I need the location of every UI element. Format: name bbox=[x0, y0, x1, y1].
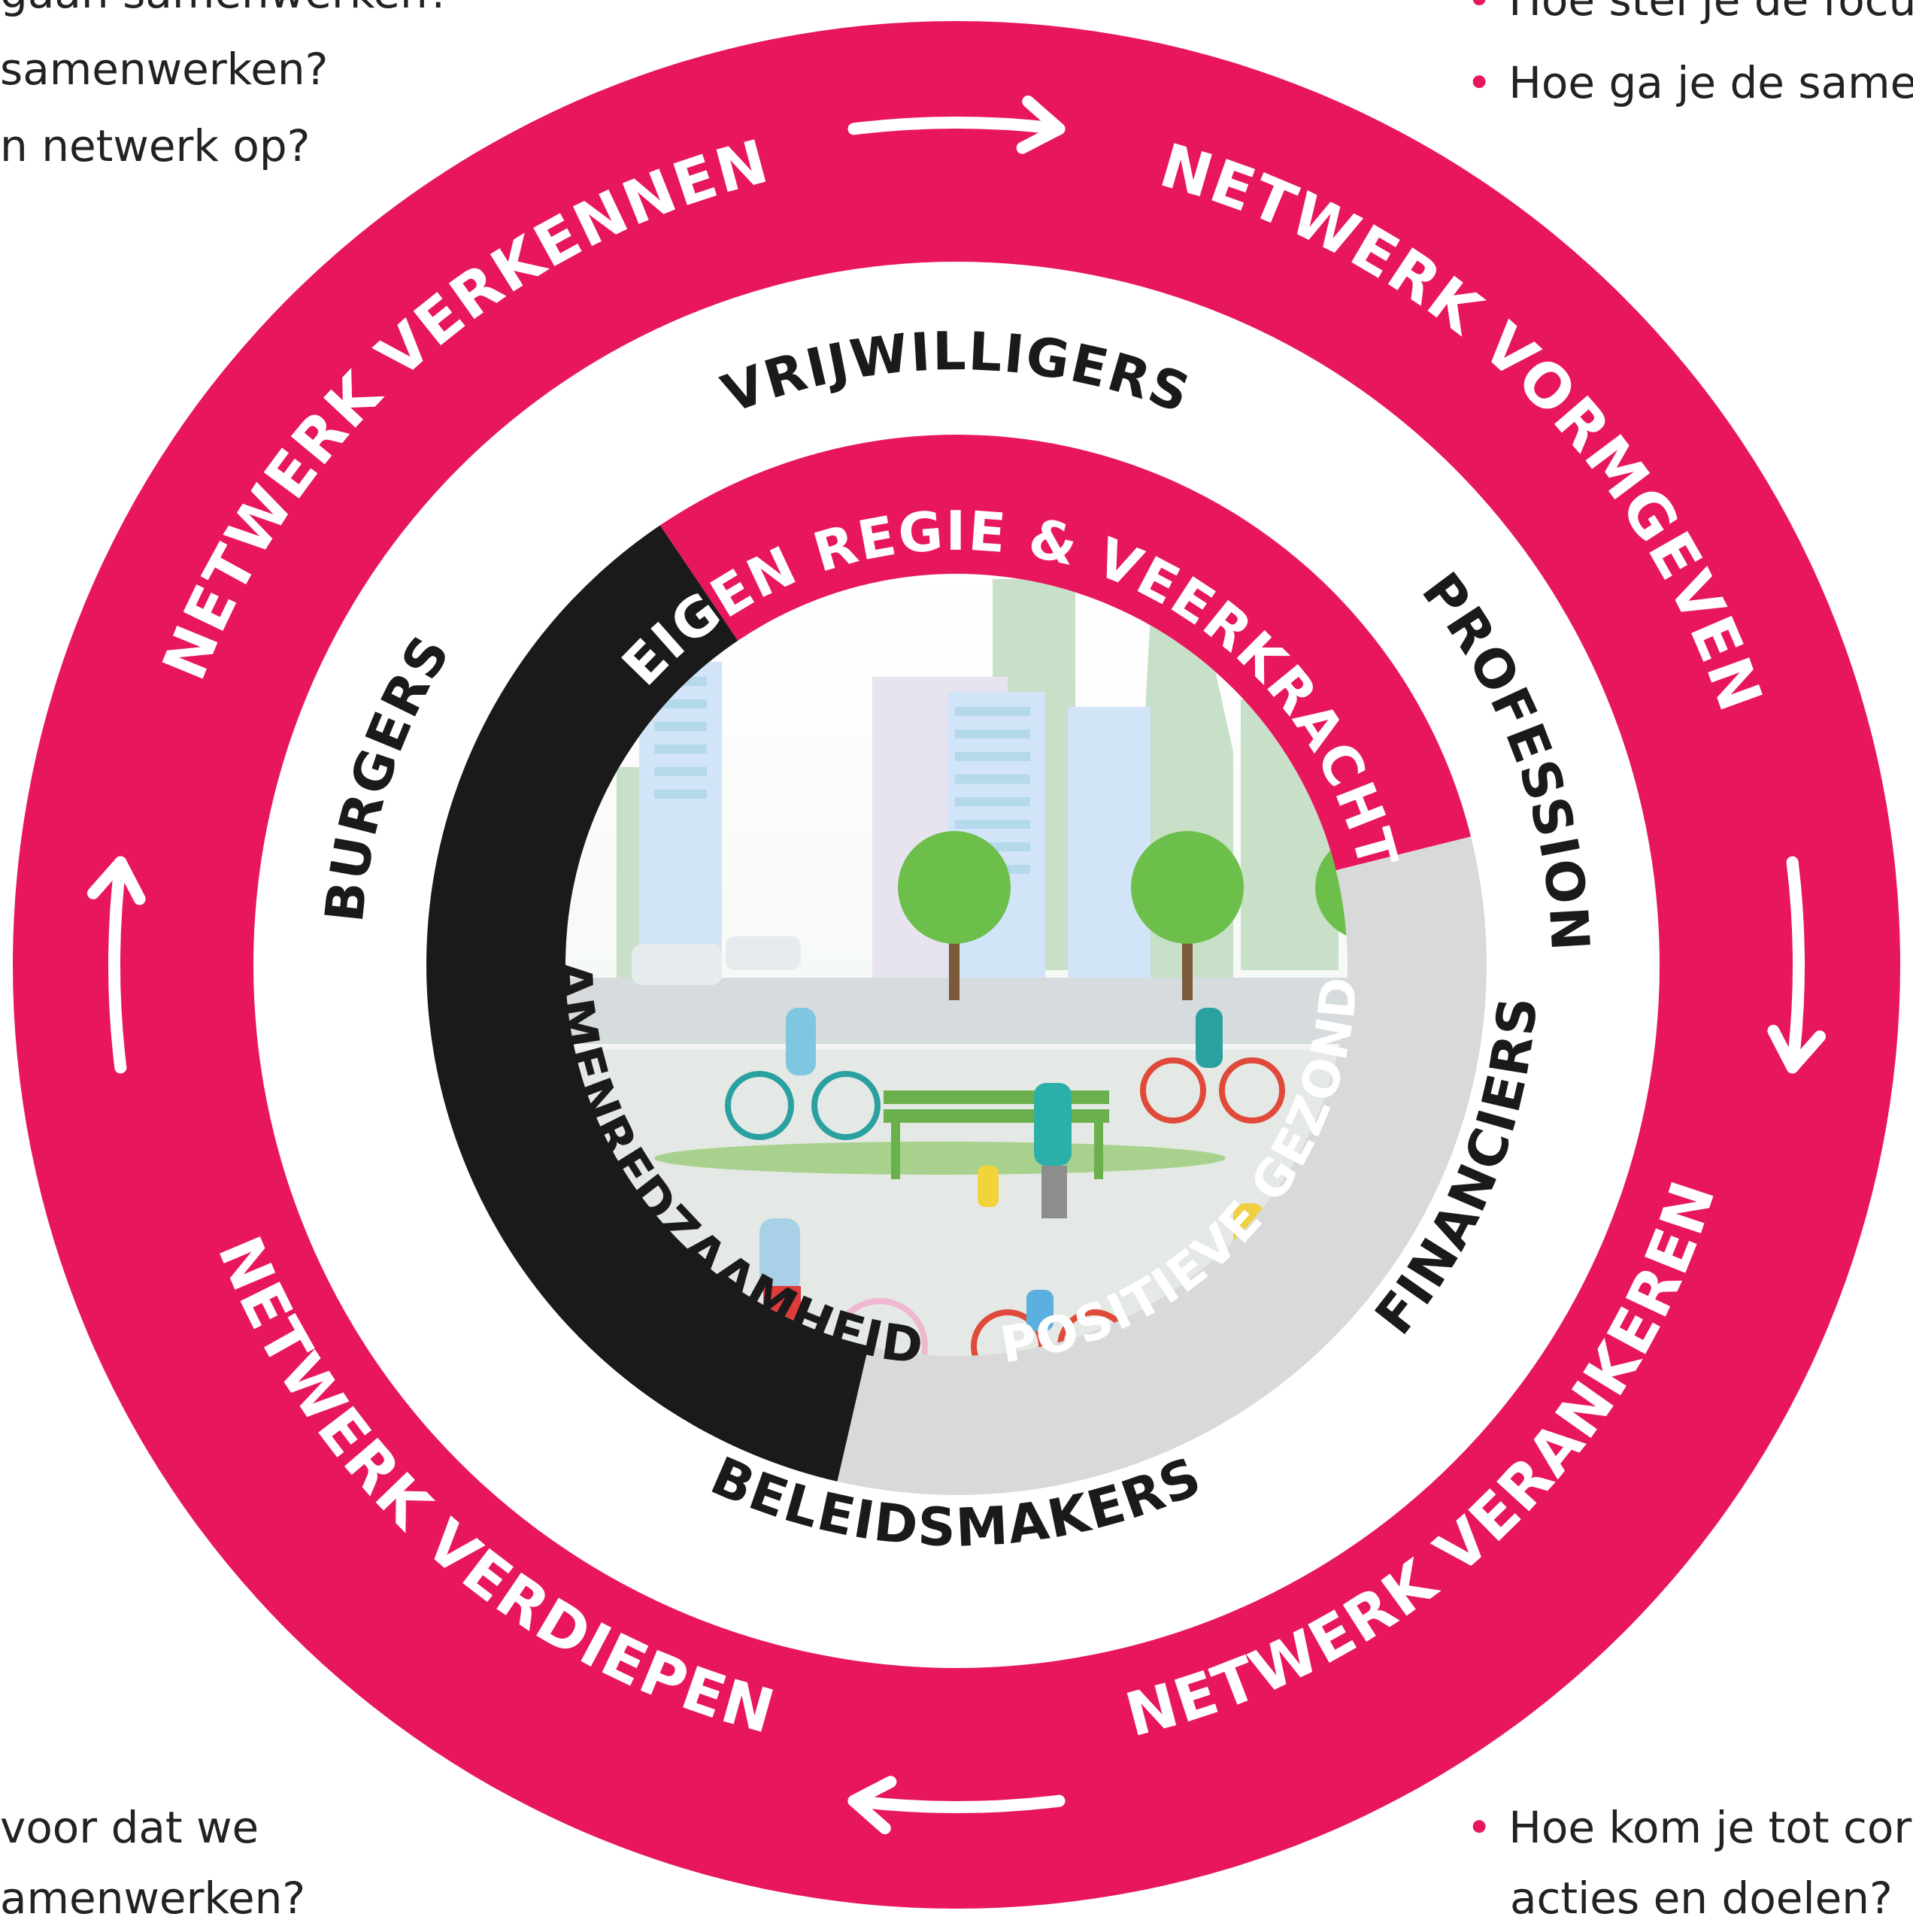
question-item: •Hoe stel je de focu bbox=[1466, 0, 1913, 34]
bullet-icon: • bbox=[1466, 0, 1493, 26]
bottom-left-questions: voor dat we amenwerken? bbox=[0, 1794, 305, 1932]
cars bbox=[632, 936, 801, 985]
top-right-questions: •Hoe stel je de focu •Hoe ga je de same bbox=[1466, 0, 1913, 117]
mid-buildings bbox=[639, 662, 1151, 978]
inner-value-ring bbox=[426, 434, 1487, 1495]
question-line: voor dat we bbox=[0, 1802, 259, 1853]
segment-positieve-gezondheid bbox=[426, 525, 870, 1482]
question-item: •Hoe kom je tot cor bbox=[1466, 1802, 1912, 1853]
question-item: acties en doelen? bbox=[1510, 1873, 1893, 1924]
arrow-top bbox=[847, 95, 1066, 154]
question-line: amenwerken? bbox=[0, 1873, 306, 1924]
question-line: samenwerken? bbox=[0, 44, 329, 95]
question-line: n netwerk op? bbox=[0, 120, 311, 171]
cycle-arrows bbox=[86, 95, 1827, 1835]
bottom-right-questions: •Hoe kom je tot cor acties en doelen? bbox=[1466, 1794, 1911, 1932]
question-item: •Hoe ga je de same bbox=[1466, 57, 1913, 108]
segment-samenredzaamheid bbox=[837, 836, 1487, 1495]
top-left-questions: gaan samenwerken? samenwerken? n netwerk… bbox=[0, 0, 451, 180]
segment-eigen-regie bbox=[659, 434, 1472, 872]
arrow-bottom bbox=[847, 1776, 1066, 1835]
arrow-right bbox=[1767, 856, 1827, 1074]
bullet-icon: • bbox=[1466, 1802, 1493, 1853]
arrow-left bbox=[86, 856, 146, 1074]
question-line: gaan samenwerken? bbox=[0, 0, 451, 26]
bullet-icon: • bbox=[1466, 57, 1493, 108]
